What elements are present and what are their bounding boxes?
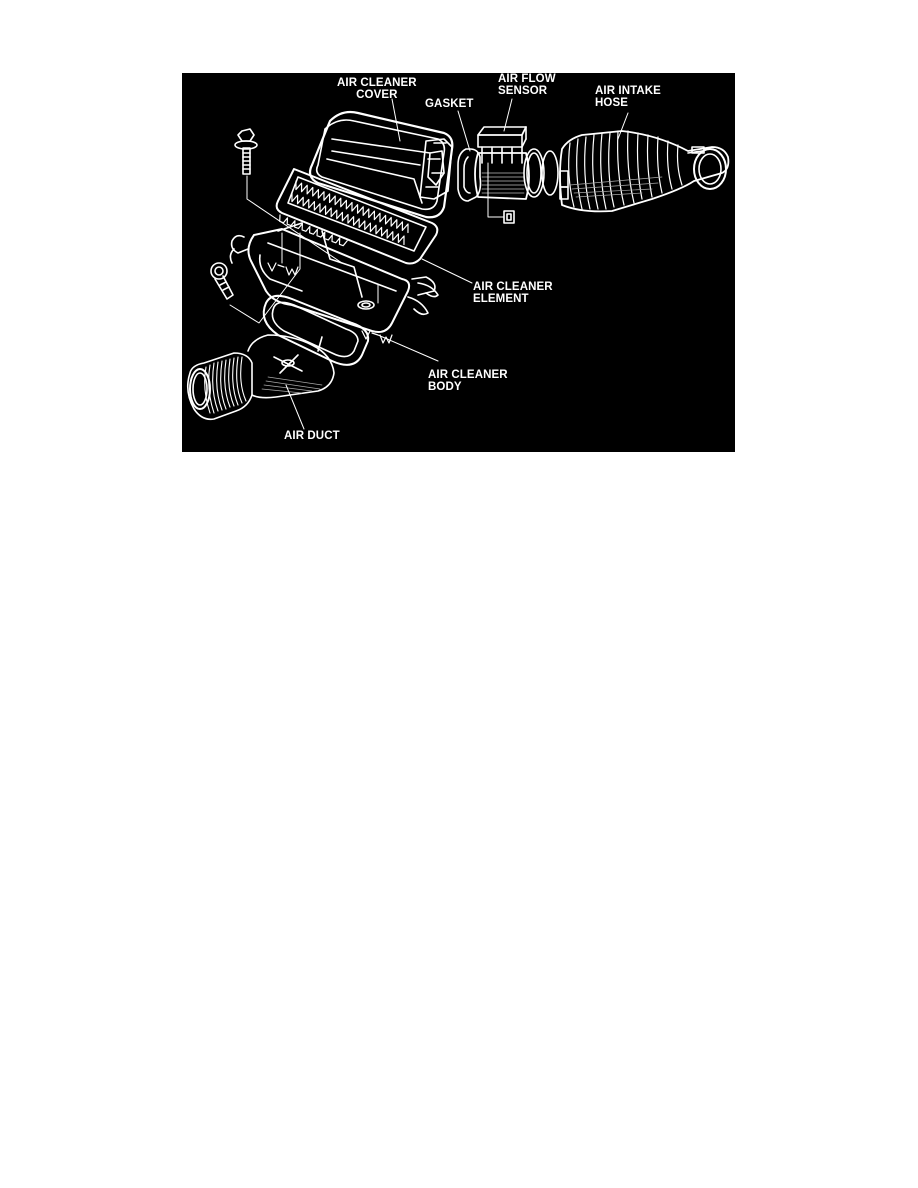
air-cleaner-body	[229, 222, 439, 366]
label-air-flow-sensor-line1: AIR FLOW	[498, 73, 556, 85]
label-air-flow-sensor-line2: SENSOR	[498, 85, 548, 97]
label-air-cleaner-body-line2: BODY	[428, 381, 462, 393]
label-air-cleaner-element-line1: AIR CLEANER	[473, 281, 553, 293]
diagram-drawing	[186, 98, 730, 430]
label-air-cleaner-cover-line1: AIR CLEANER	[337, 77, 417, 89]
label-air-intake-hose-line2: HOSE	[595, 97, 628, 109]
air-flow-sensor	[474, 98, 559, 224]
label-air-cleaner-cover: AIR CLEANER COVER	[337, 77, 417, 101]
label-air-intake-hose-line1: AIR INTAKE	[595, 85, 661, 97]
label-gasket: GASKET	[425, 98, 474, 110]
bolt-lower	[210, 232, 301, 324]
label-air-cleaner-element-line2: ELEMENT	[473, 293, 529, 305]
label-air-cleaner-element: AIR CLEANER ELEMENT	[473, 281, 553, 305]
label-air-flow-sensor: AIR FLOW SENSOR	[498, 73, 556, 97]
label-gasket-line1: GASKET	[425, 98, 474, 110]
label-air-duct: AIR DUCT	[284, 430, 340, 442]
air-intake-hose	[559, 112, 730, 213]
air-cleaner-exploded-diagram: AIR CLEANER COVER GASKET AIR FLOW SENSOR…	[182, 73, 735, 452]
label-air-duct-line1: AIR DUCT	[284, 430, 340, 442]
air-cleaner-element	[275, 168, 473, 284]
label-air-cleaner-body-line1: AIR CLEANER	[428, 369, 508, 381]
air-cleaner-cover	[308, 98, 454, 219]
air-duct	[186, 334, 335, 430]
label-air-cleaner-cover-line2: COVER	[356, 89, 398, 101]
label-air-cleaner-body: AIR CLEANER BODY	[428, 369, 508, 393]
label-air-intake-hose: AIR INTAKE HOSE	[595, 85, 661, 109]
